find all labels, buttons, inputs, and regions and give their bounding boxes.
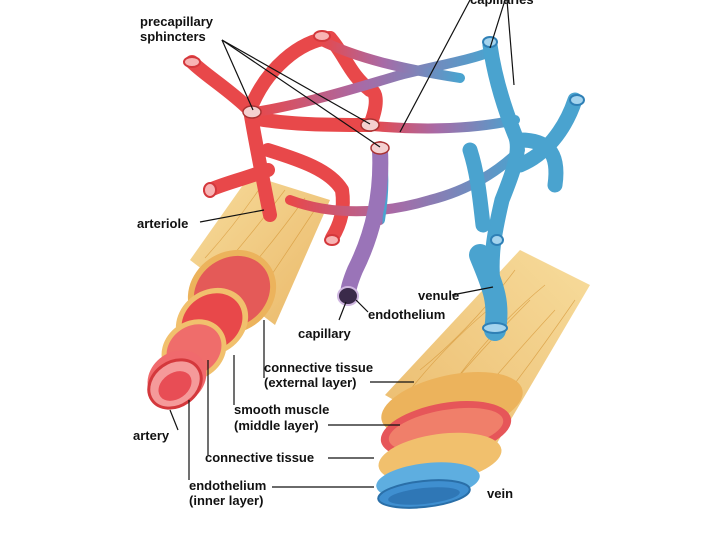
artery-connective-sheath xyxy=(190,175,330,325)
label-artery: artery xyxy=(133,428,170,443)
label-capillary: capillary xyxy=(298,326,352,341)
vein xyxy=(376,250,590,509)
label-connective-tissue-external-line2: (external layer) xyxy=(264,375,357,390)
label-connective-tissue: connective tissue xyxy=(205,450,314,465)
label-connective-tissue-external-line1: connective tissue xyxy=(264,360,373,375)
labels: capillaries precapillary sphincters arte… xyxy=(133,0,534,508)
label-endothelium: endothelium xyxy=(368,307,445,322)
vessel-cut-ends xyxy=(183,30,585,306)
label-endothelium-inner-line2: (inner layer) xyxy=(189,493,263,508)
venule-network xyxy=(462,37,583,338)
label-venule: venule xyxy=(418,288,459,303)
leader-lines xyxy=(169,0,515,488)
label-vein: vein xyxy=(487,486,513,501)
artery xyxy=(147,175,330,410)
capillary-vessel xyxy=(340,142,389,303)
label-capillaries: capillaries xyxy=(470,0,534,7)
label-endothelium-inner-line1: endothelium xyxy=(189,478,266,493)
label-arteriole: arteriole xyxy=(137,216,188,231)
label-precapillary-line1: precapillary xyxy=(140,14,214,29)
label-smooth-muscle-line1: smooth muscle xyxy=(234,402,329,417)
label-smooth-muscle-line2: (middle layer) xyxy=(234,418,319,433)
label-precapillary-line2: sphincters xyxy=(140,29,206,44)
